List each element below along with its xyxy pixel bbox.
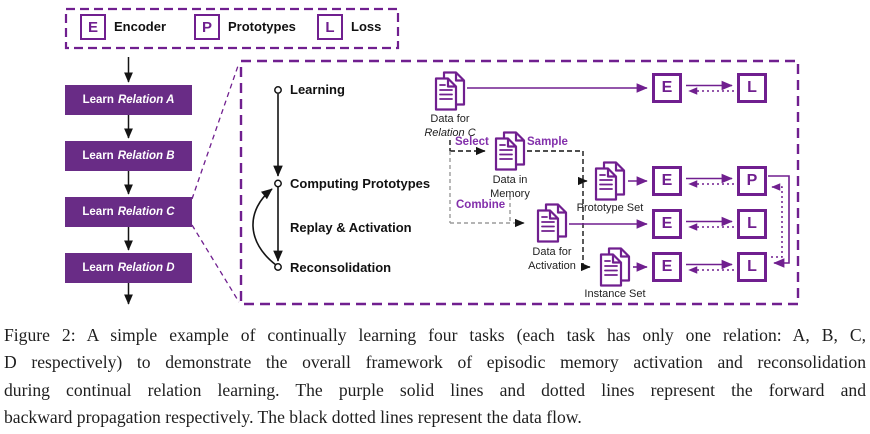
select-edge-label: Select bbox=[455, 136, 489, 148]
data-in-memory-document-icon bbox=[493, 131, 527, 171]
task-learn-relation-d: Learn Relation D bbox=[65, 253, 192, 283]
prototypes-box-row2: P bbox=[737, 166, 767, 196]
forward-solid-lines bbox=[467, 80, 790, 272]
caption-line-1: Figure 2: A simple example of continuall… bbox=[4, 325, 866, 345]
task-learn-relation-a: Learn Relation A bbox=[65, 85, 192, 115]
loss-box-row1: L bbox=[737, 73, 767, 103]
task-d-prefix: Learn bbox=[82, 262, 114, 274]
data-for-activation-line2: Activation bbox=[528, 260, 576, 272]
legend-loss-box: L bbox=[317, 14, 343, 40]
encoder-box-row3: E bbox=[652, 209, 682, 239]
task-a-name: Relation A bbox=[117, 94, 175, 106]
data-for-relation-c-line2: Relation C bbox=[424, 127, 476, 139]
data-in-memory-label: Data in Memory bbox=[470, 173, 550, 201]
legend-encoder-label: Encoder bbox=[114, 19, 167, 34]
loss-box-row4: L bbox=[737, 252, 767, 282]
step-learning: Learning bbox=[290, 82, 345, 97]
caption-line-3: during continual relation learning. The … bbox=[4, 379, 866, 400]
sample-edge-label: Sample bbox=[527, 136, 568, 148]
caption-line-2: D respectively) to demonstrate the overa… bbox=[4, 352, 866, 373]
data-in-memory-line1: Data in bbox=[492, 174, 528, 186]
data-flow-dashed-lines bbox=[449, 140, 591, 272]
task-c-name: Relation C bbox=[117, 206, 175, 218]
legend-prototypes-box: P bbox=[194, 14, 220, 40]
task-c-prefix: Learn bbox=[82, 206, 114, 218]
task-d-name: Relation D bbox=[117, 262, 175, 274]
legend-loss-label: Loss bbox=[351, 19, 382, 34]
figure-caption: Figure 2: A simple example of continuall… bbox=[4, 322, 866, 432]
combine-dashed-lines bbox=[449, 151, 525, 228]
task-b-name: Relation B bbox=[117, 150, 175, 162]
loss-box-row3: L bbox=[737, 209, 767, 239]
step-computing-prototypes: Computing Prototypes bbox=[290, 176, 431, 191]
step-replay-activation: Replay & Activation bbox=[290, 220, 412, 235]
timeline-lines bbox=[252, 94, 283, 266]
task-learn-relation-c: Learn Relation C bbox=[65, 197, 192, 227]
task-a-prefix: Learn bbox=[82, 94, 114, 106]
step-reconsolidation: Reconsolidation bbox=[290, 260, 392, 275]
prototype-set-label: Prototype Set bbox=[576, 202, 644, 214]
combine-edge-label: Combine bbox=[456, 199, 506, 211]
timeline-nodes bbox=[274, 86, 282, 271]
data-for-activation-line1: Data for bbox=[532, 246, 572, 258]
expansion-lines bbox=[191, 62, 240, 303]
backward-dotted-lines bbox=[688, 87, 783, 274]
task-b-prefix: Learn bbox=[82, 150, 114, 162]
legend-border bbox=[64, 7, 400, 50]
encoder-box-row4: E bbox=[652, 252, 682, 282]
connector-layer bbox=[64, 7, 800, 306]
data-for-relation-c-label: Data for Relation C bbox=[410, 112, 490, 140]
legend: E Encoder P Prototypes L Loss bbox=[65, 8, 398, 49]
detail-box-border bbox=[239, 59, 800, 306]
encoder-box-row2: E bbox=[652, 166, 682, 196]
data-for-activation-label: Data for Activation bbox=[512, 245, 592, 273]
instance-set-document-icon bbox=[598, 247, 632, 287]
data-for-relation-c-document-icon bbox=[433, 71, 467, 111]
prototype-set-document-icon bbox=[593, 161, 627, 201]
legend-encoder-box: E bbox=[80, 14, 106, 40]
task-learn-relation-b: Learn Relation B bbox=[65, 141, 192, 171]
encoder-box-row1: E bbox=[652, 73, 682, 103]
data-for-activation-document-icon bbox=[535, 203, 569, 243]
data-in-memory-line2: Memory bbox=[490, 188, 530, 200]
caption-line-4: backward propagation respectively. The b… bbox=[4, 407, 582, 428]
instance-set-label: Instance Set bbox=[584, 288, 646, 300]
legend-prototypes-label: Prototypes bbox=[228, 19, 296, 34]
data-for-relation-c-line1: Data for bbox=[430, 113, 470, 125]
